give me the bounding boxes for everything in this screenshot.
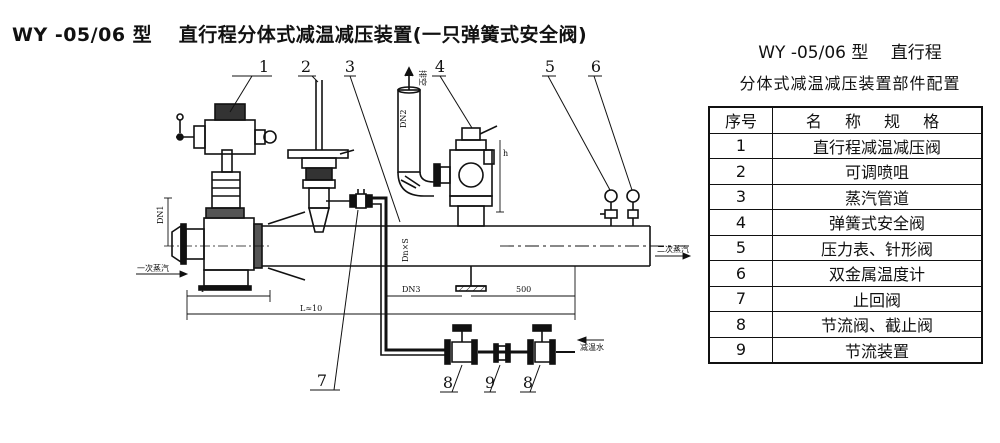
callout-9: 9 bbox=[485, 373, 495, 392]
row-no: 7 bbox=[708, 285, 773, 312]
row-no: 4 bbox=[708, 209, 773, 236]
parts-table-subheading: 分体式减温减压装置部件配置 bbox=[739, 74, 961, 93]
row-no: 5 bbox=[708, 234, 773, 261]
pipe-support bbox=[455, 266, 487, 292]
label-desuperheating-water: 减温水 bbox=[580, 342, 604, 352]
row-name: 可调喷咀 bbox=[772, 158, 983, 185]
row-no: 6 bbox=[708, 260, 773, 287]
label-500: 500 bbox=[516, 285, 531, 294]
actuator bbox=[176, 103, 277, 209]
row-name: 压力表、针形阀 bbox=[772, 234, 983, 261]
stop-valve-left bbox=[444, 324, 478, 365]
page-title: WY -05/06 型 直行程分体式减温减压装置(一只弹簧式安全阀) bbox=[12, 24, 588, 46]
adjustable-nozzle bbox=[287, 80, 355, 233]
column-header-name: 名 称 规 格 bbox=[772, 106, 983, 134]
callout-4: 4 bbox=[435, 57, 445, 76]
callout-8b: 8 bbox=[523, 373, 533, 392]
row-name: 弹簧式安全阀 bbox=[772, 209, 983, 236]
label-secondary-steam: 二次蒸汽 bbox=[657, 244, 689, 254]
label-dn-s: Dn×S bbox=[401, 238, 410, 262]
label-dn1: DN1 bbox=[156, 205, 165, 224]
throttling-device bbox=[493, 343, 511, 363]
callout-2: 2 bbox=[301, 57, 311, 76]
pipeline-schematic: 1 2 3 4 5 6 7 8 9 8 DN1 DN2 Dn×S 排空 DN3 … bbox=[136, 57, 692, 393]
row-name: 直行程减温减压阀 bbox=[772, 132, 983, 159]
parts-table-header-row: 序号 名 称 规 格 bbox=[708, 106, 983, 134]
column-header-no: 序号 bbox=[708, 106, 773, 134]
callout-5: 5 bbox=[545, 57, 555, 76]
safety-valve bbox=[433, 125, 498, 227]
row-no: 8 bbox=[708, 311, 773, 338]
water-line bbox=[372, 196, 575, 356]
label-h: h bbox=[503, 149, 508, 158]
leader-lines bbox=[229, 75, 633, 393]
callout-1: 1 bbox=[259, 57, 269, 76]
stop-valve-right bbox=[527, 324, 556, 365]
callout-8: 8 bbox=[443, 373, 453, 392]
pressure-gauge bbox=[600, 189, 618, 226]
callout-3: 3 bbox=[345, 57, 355, 76]
row-no: 9 bbox=[708, 336, 773, 364]
row-no: 1 bbox=[708, 132, 773, 159]
label-dn2: DN2 bbox=[399, 109, 408, 128]
thermometer bbox=[626, 189, 640, 226]
row-name: 蒸汽管道 bbox=[772, 183, 983, 210]
row-no: 2 bbox=[708, 158, 773, 185]
valve-body bbox=[164, 207, 270, 291]
steam-pipe bbox=[262, 211, 690, 281]
row-no: 3 bbox=[708, 183, 773, 210]
check-valve bbox=[326, 189, 373, 209]
label-dn3: DN3 bbox=[402, 285, 421, 294]
parts-table-heading: WY -05/06 型 直行程 bbox=[758, 43, 942, 63]
callout-7: 7 bbox=[317, 371, 327, 390]
row-name: 止回阀 bbox=[772, 285, 983, 312]
row-name: 节流装置 bbox=[772, 336, 983, 364]
vent-pipe bbox=[397, 66, 435, 197]
callout-6: 6 bbox=[591, 57, 601, 76]
label-primary-steam: 一次蒸汽 bbox=[137, 263, 169, 273]
label-vent: 排空 bbox=[418, 70, 428, 86]
label-dim-1: 1 bbox=[200, 285, 205, 294]
row-name: 双金属温度计 bbox=[772, 260, 983, 287]
label-dim-l: L≈10 bbox=[300, 304, 322, 313]
dimension-lines bbox=[136, 140, 692, 344]
row-name: 节流阀、截止阀 bbox=[772, 311, 983, 338]
